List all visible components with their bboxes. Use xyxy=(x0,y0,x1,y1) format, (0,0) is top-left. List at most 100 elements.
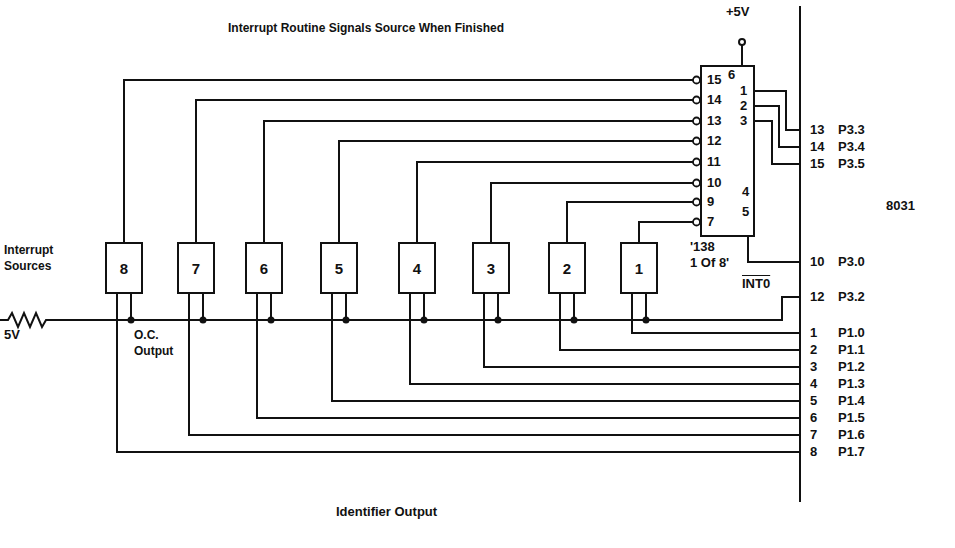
open-collector-wire xyxy=(202,294,204,320)
wires xyxy=(0,6,800,502)
chip-name: 8031 xyxy=(886,198,915,214)
decoder-output-wire xyxy=(417,162,700,242)
interrupt-source-box: 6 xyxy=(245,242,283,294)
pin-name: P1.0 xyxy=(838,325,865,341)
pin-name: P3.3 xyxy=(838,122,865,138)
interrupt-source-box: 8 xyxy=(105,242,143,294)
pin-number: 2 xyxy=(740,98,747,114)
pin-name: P1.1 xyxy=(838,342,865,358)
pin-number: 12 xyxy=(707,133,721,149)
pin-number: 10 xyxy=(810,254,824,270)
pin-number: 12 xyxy=(810,289,824,305)
identifier-wire xyxy=(332,294,800,401)
decoder-output-wire xyxy=(339,141,700,242)
interrupt-source-box: 5 xyxy=(320,242,358,294)
interrupt-bus xyxy=(52,297,800,320)
pin-name: P3.5 xyxy=(838,156,865,172)
source-number: 3 xyxy=(487,260,495,277)
note-text: O.C. Output xyxy=(134,327,184,359)
source-number: 5 xyxy=(335,260,343,277)
source-number: 8 xyxy=(120,260,128,277)
note-text: Interrupt Sources xyxy=(4,242,70,274)
inversion-bubble xyxy=(693,159,700,166)
pin-number: 9 xyxy=(707,194,714,210)
identifier-wire xyxy=(632,294,800,333)
text-holder: 5 xyxy=(322,244,356,292)
inversion-bubble xyxy=(693,118,700,125)
supply-wire xyxy=(741,45,743,65)
pin-number: 4 xyxy=(810,376,817,392)
identifier-wire xyxy=(257,294,800,418)
chip-label: '138 xyxy=(690,239,729,255)
interrupt-source-box: 2 xyxy=(548,242,586,294)
pin-number: 7 xyxy=(810,427,817,443)
text-holder: 7 xyxy=(179,244,213,292)
pin-number: 14 xyxy=(810,139,824,155)
pin-name: P3.4 xyxy=(838,139,865,155)
identifier-wire xyxy=(484,294,800,367)
note-text: Identifier Output xyxy=(336,504,437,520)
decoder-output-wire xyxy=(491,183,700,242)
pin-number: 5 xyxy=(810,393,817,409)
interrupt-source-box: 1 xyxy=(620,242,658,294)
junction-dot xyxy=(643,317,650,324)
open-collector-wire xyxy=(423,294,425,320)
identifier-wire xyxy=(410,294,800,384)
pin-name: P1.3 xyxy=(838,376,865,392)
pin-number: 13 xyxy=(707,113,721,129)
open-collector-wire xyxy=(270,294,272,320)
pin-name: P3.2 xyxy=(838,289,865,305)
pin-number: 7 xyxy=(707,214,714,230)
inversion-bubble xyxy=(693,138,700,145)
source-number: 4 xyxy=(413,260,421,277)
pin-number: 5 xyxy=(742,204,749,220)
pin-number: 6 xyxy=(728,67,735,83)
decoder-output-wire xyxy=(264,121,700,242)
select-wire xyxy=(755,121,800,164)
pin-number: 10 xyxy=(707,175,721,191)
source-number: 1 xyxy=(635,260,643,277)
inversion-bubble xyxy=(693,199,700,206)
pin-name: P1.5 xyxy=(838,410,865,426)
pin-number: 8 xyxy=(810,444,817,460)
text-holder: 4 xyxy=(400,244,434,292)
pin-number: 15 xyxy=(810,156,824,172)
pin-number: 3 xyxy=(740,113,747,129)
supply-label: +5V xyxy=(726,4,750,20)
junction-dot xyxy=(268,317,275,324)
enable-wire xyxy=(748,237,800,262)
select-wire xyxy=(755,106,800,147)
microcontroller-edge xyxy=(799,6,801,502)
pin-name: P3.0 xyxy=(838,254,865,270)
identifier-wire xyxy=(189,294,800,435)
identifier-wire xyxy=(560,294,800,350)
note-text: Interrupt Routine Signals Source When Fi… xyxy=(228,20,504,36)
pin-name: P1.6 xyxy=(838,427,865,443)
open-collector-wire xyxy=(573,294,575,320)
inversion-bubble xyxy=(693,180,700,187)
inversion-bubble xyxy=(693,97,700,104)
pin-number: 3 xyxy=(810,359,817,375)
open-collector-wire xyxy=(497,294,499,320)
decoder-output-wire xyxy=(124,80,700,242)
junction-dot xyxy=(571,317,578,324)
select-wire xyxy=(755,91,800,130)
interrupt-source-box: 7 xyxy=(177,242,215,294)
supply-label: 5V xyxy=(4,327,20,343)
junction-dot xyxy=(495,317,502,324)
identifier-wire xyxy=(117,294,800,452)
supply-terminal xyxy=(739,39,745,45)
interrupt-source-box: 3 xyxy=(472,242,510,294)
pin-number: 2 xyxy=(810,342,817,358)
text-holder: '1381 Of 8' xyxy=(690,239,729,271)
decoder-output-wire xyxy=(567,202,700,242)
open-collector-wire xyxy=(345,294,347,320)
signal-name: INT0 xyxy=(742,276,770,292)
open-collector-wire xyxy=(645,294,647,320)
pin-number: 13 xyxy=(810,122,824,138)
junction-dot xyxy=(200,317,207,324)
pin-number: 11 xyxy=(707,154,721,170)
decoder-output-wire xyxy=(196,100,700,242)
open-collector-wire xyxy=(130,294,132,320)
junction-dot xyxy=(128,317,135,324)
